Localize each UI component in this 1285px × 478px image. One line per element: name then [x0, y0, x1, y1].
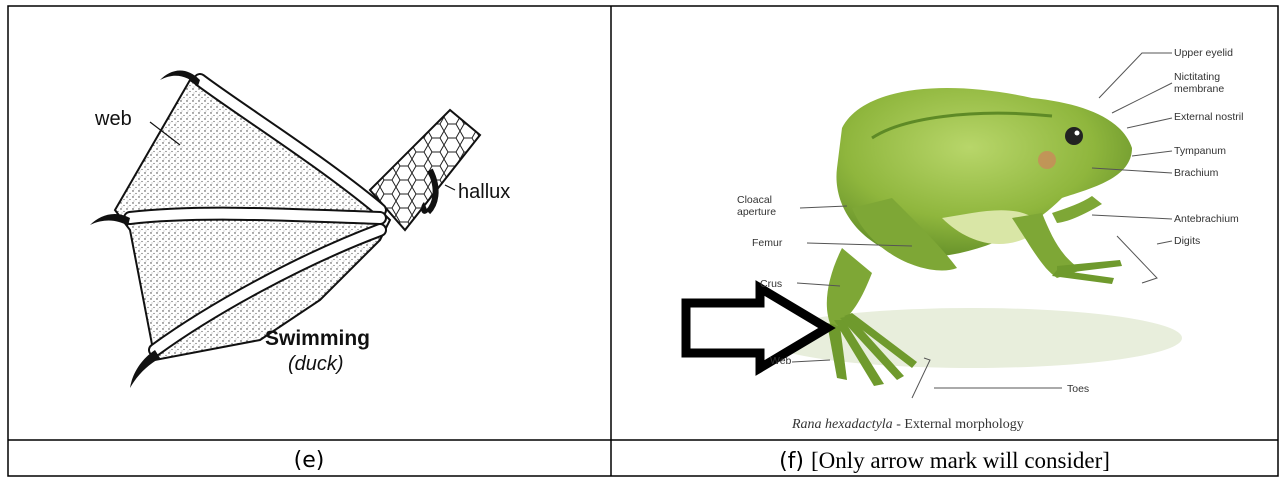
- caption-f: (f) [Only arrow mark will consider]: [612, 448, 1277, 474]
- label-toes: Toes: [1067, 383, 1089, 395]
- frog-leader-lines: [791, 52, 1173, 399]
- label-cloacal-1: Cloacal: [737, 194, 772, 206]
- duck-foot-drawing: [90, 70, 482, 388]
- duck-hallux-label: hallux: [458, 181, 510, 203]
- duck-foot-illustration: web hallux Swimming (duck): [90, 70, 510, 388]
- label-external-nostril: External nostril: [1174, 111, 1243, 123]
- label-tympanum: Tympanum: [1174, 145, 1226, 157]
- caption-f-prefix: (f): [779, 449, 811, 474]
- label-nictitating-2: membrane: [1174, 83, 1224, 95]
- caption-f-note: [Only arrow mark will consider]: [810, 448, 1110, 473]
- label-brachium: Brachium: [1174, 167, 1219, 179]
- label-nictitating-1: Nictitating: [1174, 71, 1220, 83]
- frog-caption: Rana hexadactyla - External morphology: [791, 417, 1024, 432]
- duck-subtitle-label: (duck): [288, 353, 344, 375]
- label-digits: Digits: [1174, 235, 1200, 247]
- label-cloacal-2: aperture: [737, 206, 776, 218]
- label-crus: Crus: [760, 278, 782, 290]
- frog-drawing: [762, 88, 1182, 386]
- frog-caption-species: Rana hexadactyla: [791, 417, 893, 432]
- label-web: Web: [770, 355, 792, 367]
- duck-title-label: Swimming: [265, 327, 370, 350]
- label-antebrachium: Antebrachium: [1174, 213, 1239, 225]
- label-femur: Femur: [752, 237, 783, 249]
- frog-caption-rest: - External morphology: [893, 417, 1024, 432]
- frog-illustration: Upper eyelid Nictitating membrane Extern…: [681, 47, 1243, 432]
- label-upper-eyelid: Upper eyelid: [1174, 47, 1233, 59]
- caption-e: (e): [293, 448, 325, 473]
- pointer-arrow: [681, 280, 836, 376]
- duck-web-label: web: [94, 108, 132, 130]
